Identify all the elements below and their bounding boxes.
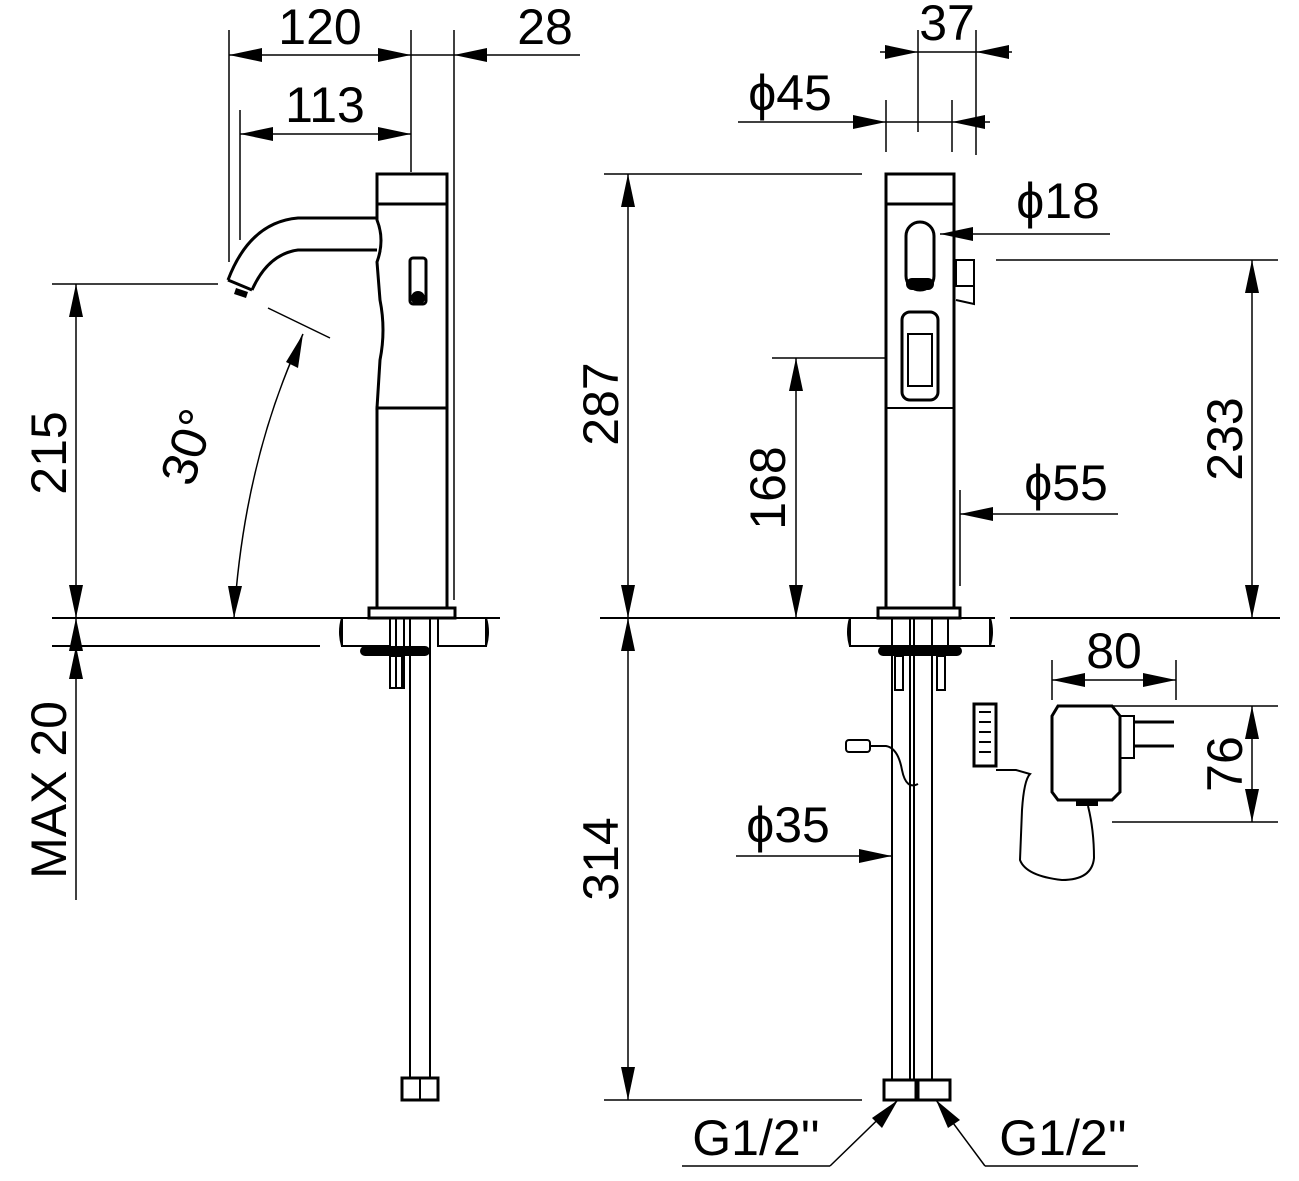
dim-sensor-diameter: ϕ18 bbox=[940, 173, 1110, 241]
svg-text:168: 168 bbox=[740, 446, 796, 529]
svg-text:30°: 30° bbox=[150, 402, 227, 491]
svg-text:ϕ18: ϕ18 bbox=[1016, 173, 1100, 229]
adapter-body bbox=[1050, 704, 1122, 802]
side-view: 120 28 113 bbox=[21, 0, 580, 1102]
spout bbox=[226, 216, 377, 281]
thread-label-left: G1/2'' bbox=[682, 1099, 899, 1167]
svg-text:120: 120 bbox=[278, 0, 361, 55]
side-faucet-body bbox=[226, 172, 457, 620]
svg-text:287: 287 bbox=[573, 362, 629, 445]
dim-body-diameter: ϕ45 bbox=[738, 65, 990, 129]
svg-text:215: 215 bbox=[21, 411, 77, 494]
dim-spout-angle: 30° bbox=[150, 307, 331, 619]
dim-spout-reach: 120 bbox=[229, 0, 411, 62]
dim-outlet-reach: 113 bbox=[240, 77, 411, 141]
dim-body-offset: 28 bbox=[411, 0, 580, 62]
dim-hose-length: 314 bbox=[573, 618, 862, 1101]
front-counter bbox=[600, 617, 1280, 647]
front-hose-nut-right bbox=[916, 1078, 952, 1102]
svg-text:ϕ55: ϕ55 bbox=[1024, 455, 1108, 511]
dim-max-thickness: MAX 20 bbox=[21, 618, 83, 900]
svg-text:ϕ45: ϕ45 bbox=[748, 65, 832, 121]
adapter-cable bbox=[996, 769, 1096, 882]
svg-text:ϕ35: ϕ35 bbox=[746, 797, 830, 853]
front-faucet-body bbox=[876, 172, 975, 620]
sensor-window-icon bbox=[900, 310, 940, 402]
thread-label-right: G1/2'' bbox=[935, 1099, 1138, 1167]
svg-text:G1/2'': G1/2'' bbox=[692, 1110, 820, 1166]
svg-text:314: 314 bbox=[573, 817, 629, 900]
front-hose-nut-left bbox=[882, 1078, 918, 1102]
svg-text:80: 80 bbox=[1086, 623, 1142, 679]
side-braided-hose bbox=[409, 617, 431, 1079]
side-counter bbox=[52, 617, 500, 647]
dim-hose-diameter: ϕ35 bbox=[736, 797, 892, 863]
front-mounting-hardware bbox=[878, 646, 962, 691]
front-braided-hose-right bbox=[913, 617, 933, 1081]
side-mounting-hardware bbox=[360, 617, 430, 689]
lever-icon bbox=[955, 259, 975, 287]
dim-sensor-height: 168 bbox=[740, 357, 886, 618]
svg-text:76: 76 bbox=[1197, 736, 1253, 792]
dim-lever-height: 233 bbox=[996, 259, 1278, 618]
dim-adapter-width: 80 bbox=[1051, 623, 1177, 700]
power-supply: 80 76 bbox=[972, 623, 1278, 882]
svg-text:MAX 20: MAX 20 bbox=[21, 701, 77, 879]
svg-text:233: 233 bbox=[1197, 397, 1253, 480]
dim-adapter-height: 76 bbox=[1112, 705, 1278, 823]
connector-icon bbox=[972, 702, 998, 768]
svg-text:G1/2'': G1/2'' bbox=[999, 1110, 1127, 1166]
svg-text:113: 113 bbox=[285, 77, 365, 133]
dim-top-width: 37 bbox=[880, 0, 1012, 59]
svg-text:37: 37 bbox=[919, 0, 975, 51]
dim-base-diameter: ϕ55 bbox=[959, 455, 1118, 586]
svg-text:28: 28 bbox=[517, 0, 573, 55]
dim-total-height: 287 bbox=[573, 173, 862, 618]
front-view: 37 ϕ45 bbox=[573, 0, 1280, 1167]
dim-outlet-height: 215 bbox=[21, 283, 218, 618]
sensor-cable bbox=[845, 739, 919, 787]
